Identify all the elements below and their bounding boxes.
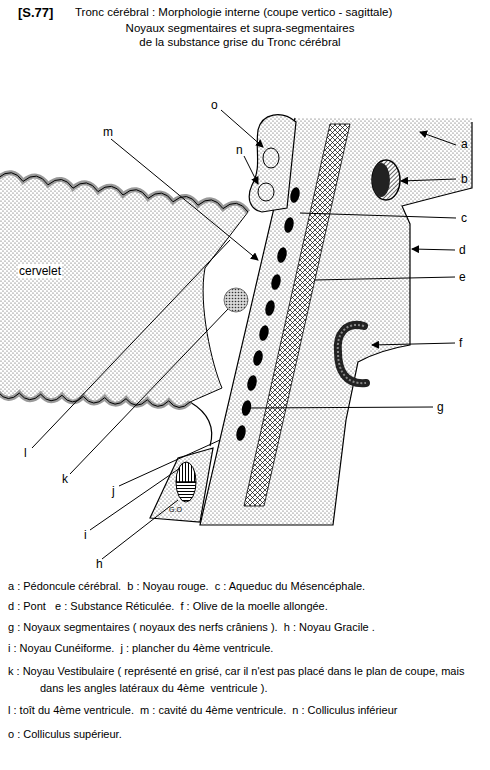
nucleus-dot <box>235 424 247 442</box>
segmental-nuclei <box>235 186 301 442</box>
gracile-nucleus <box>176 482 196 502</box>
callout-letter: d <box>459 243 466 257</box>
key-line: l : toît du 4ème ventricule. m : cavité … <box>8 704 397 717</box>
key-line: k : Noyau Vestibulaire ( représenté en g… <box>8 663 486 697</box>
callout-letter: j <box>112 484 115 498</box>
key-line: i : Noyau Cunéiforme. j : plancher du 4è… <box>8 642 273 655</box>
callout-letter: b <box>461 172 468 186</box>
brainstem-fill <box>200 118 472 525</box>
leader-line <box>248 407 433 408</box>
nucleus-dot <box>252 349 264 367</box>
callout-letter: f <box>459 336 462 350</box>
nucleus-dot <box>276 246 288 264</box>
callout-letter: o <box>211 98 218 112</box>
cerebellar-cortex <box>0 173 248 212</box>
vestibular-nucleus <box>224 288 248 312</box>
cerebellum-edge <box>0 173 248 212</box>
nucleus-dot <box>240 399 252 417</box>
callout-letter: n <box>236 143 243 157</box>
leader-line <box>401 179 456 181</box>
leader-line <box>412 249 455 250</box>
nucleus-dot <box>264 299 276 317</box>
nucleus-dot <box>289 186 301 204</box>
tectum <box>249 115 296 212</box>
leader-line <box>300 213 456 218</box>
olive <box>338 325 366 383</box>
olive-folds <box>338 325 366 383</box>
callout-letter: a <box>461 137 468 151</box>
callout-letter: i <box>84 528 87 542</box>
figure-number: [S.77] <box>18 5 53 21</box>
key-line: d : Pont e : Substance Réticulée. f : Ol… <box>8 600 328 613</box>
cerebellar-cortex <box>0 392 190 407</box>
cerebellum-edge <box>0 392 190 407</box>
nucleus-dot <box>270 273 282 291</box>
region-label: cervelet <box>18 264 62 278</box>
callout-letter: l <box>24 446 27 460</box>
red-nucleus <box>372 160 400 200</box>
dorsal-column-box <box>150 448 213 522</box>
anatomy-region: G.O <box>146 440 218 528</box>
diagram-subtitle: Noyaux segmentaires et supra-segmentaire… <box>122 21 358 49</box>
callout-letter: c <box>461 211 467 225</box>
key-line: g : Noyaux segmentaires ( noyaux des ner… <box>8 621 375 634</box>
leader-line <box>420 132 456 145</box>
leader-line <box>244 156 258 184</box>
brainstem-outline <box>200 118 472 525</box>
region-label: G.O <box>168 506 183 514</box>
nucleus-dot <box>283 216 295 234</box>
lower-roof <box>190 402 212 446</box>
key-line: a : Pédoncule cérébral. b : Noyau rouge.… <box>8 580 365 593</box>
callout-letter: g <box>437 400 444 414</box>
diagram-title: Tronc cérébral : Morphologie interne (co… <box>75 6 392 20</box>
leader-line <box>314 277 455 280</box>
superior-colliculus <box>263 148 279 168</box>
callout-letter: k <box>62 472 68 486</box>
nucleus-dot <box>258 324 270 342</box>
key-line: o : Colliculus supérieur. <box>8 728 122 741</box>
region-outline <box>146 440 218 528</box>
red-nucleus-core <box>372 163 390 197</box>
leader-line <box>221 110 263 147</box>
cerebellum-shape <box>0 173 248 408</box>
leader-line <box>372 343 455 345</box>
anatomy-region: cervelet <box>0 140 260 415</box>
inferior-colliculus <box>258 183 274 201</box>
callout-letter: h <box>96 557 103 571</box>
cuneate-nucleus <box>176 462 196 482</box>
callout-letter: m <box>103 125 113 139</box>
nucleus-dot <box>246 374 258 392</box>
callout-letter: e <box>459 270 466 284</box>
